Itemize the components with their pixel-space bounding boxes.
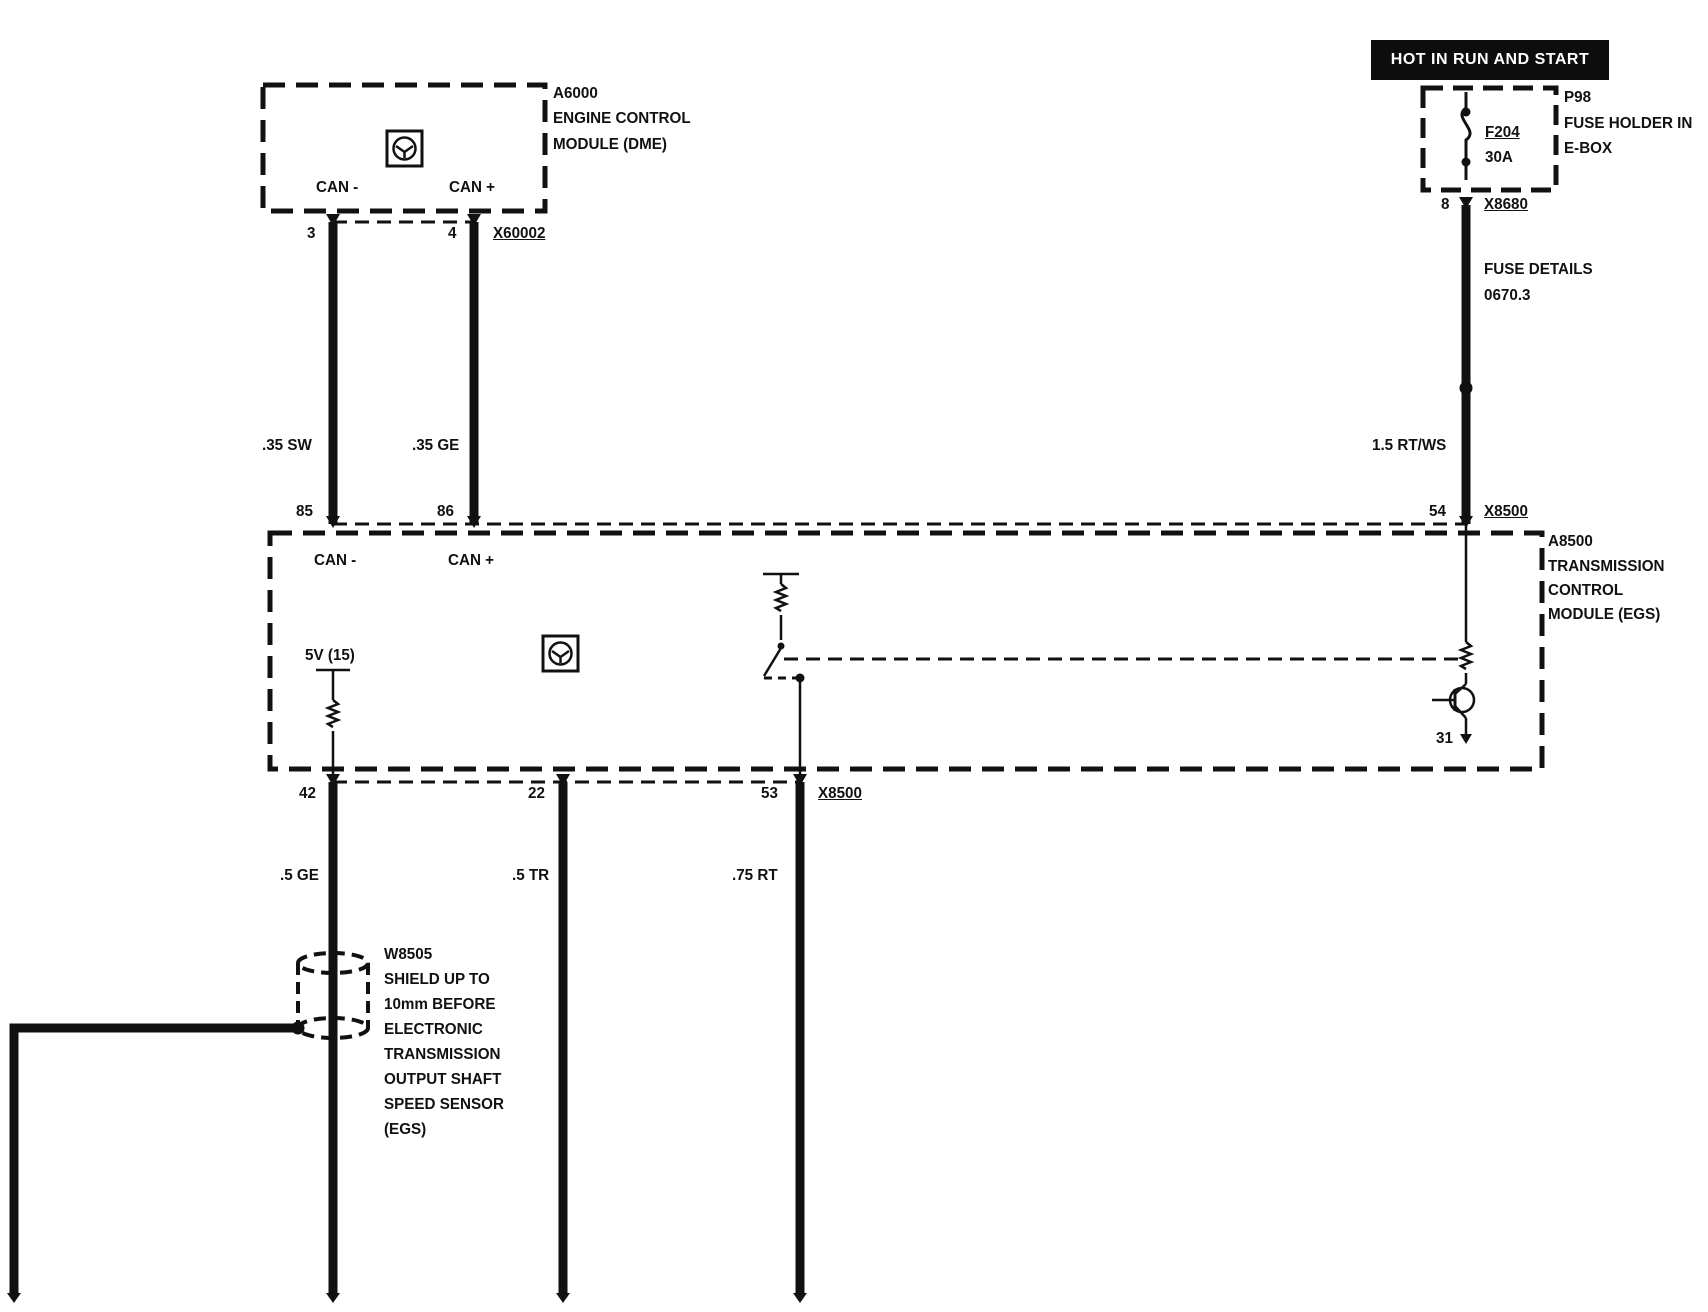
ecm-name-line2: MODULE (DME) bbox=[553, 136, 667, 153]
tcm-ground-pin: 31 bbox=[1436, 730, 1453, 747]
fuse-pin-8: 8 bbox=[1441, 196, 1450, 213]
shield-id: W8505 bbox=[384, 946, 433, 963]
shield-text-1: SHIELD UP TO bbox=[384, 971, 490, 988]
transistor-emitter bbox=[1454, 705, 1467, 719]
tcm-pin-53: 53 bbox=[761, 785, 778, 802]
fuse-id: F204 bbox=[1485, 124, 1520, 141]
shield-drain-wire[interactable] bbox=[9, 1023, 298, 1297]
tcm-pin-86: 86 bbox=[437, 503, 454, 520]
ecm-module-icon-circle bbox=[392, 136, 417, 161]
fuse-holder-box bbox=[1420, 85, 1559, 193]
wire-label-pin22: .5 TR bbox=[512, 867, 550, 884]
tcm-pin-54: 54 bbox=[1429, 503, 1446, 520]
tcm-module-icon bbox=[541, 634, 580, 673]
wire-label-pin53: .75 RT bbox=[732, 867, 778, 884]
ecm-can-minus-label: CAN - bbox=[316, 179, 359, 196]
tcm-name-line1: TRANSMISSION bbox=[1548, 558, 1665, 575]
fuse-details-line2: 0670.3 bbox=[1484, 287, 1531, 304]
ecm-id: A6000 bbox=[553, 85, 598, 102]
wire-label-speed-sig: .5 GE bbox=[280, 867, 319, 884]
arrow-can-minus-tcm bbox=[326, 516, 340, 528]
arrow-can-minus-ecm bbox=[326, 214, 340, 226]
tcm-connector-top: X8500 bbox=[1484, 503, 1528, 520]
tcm-connector-bottom: X8500 bbox=[818, 785, 862, 802]
tcm-resistor-right bbox=[1457, 641, 1475, 671]
end-arrow-2 bbox=[326, 1293, 340, 1303]
ecm-can-plus-label: CAN + bbox=[449, 179, 496, 196]
supply-resistor bbox=[324, 699, 342, 729]
switch-arm bbox=[762, 647, 783, 677]
fuse-rating: 30A bbox=[1485, 149, 1513, 166]
shield-text-4: TRANSMISSION bbox=[384, 1046, 501, 1063]
fuse-details-line1: FUSE DETAILS bbox=[1484, 261, 1593, 278]
fuse-symbol bbox=[1460, 92, 1472, 180]
fuse-holder-line2: E-BOX bbox=[1564, 140, 1613, 157]
switch-contact bbox=[777, 642, 785, 650]
tcm-id: A8500 bbox=[1548, 533, 1593, 550]
fuse-dot-bottom bbox=[1461, 157, 1471, 167]
shield-text-2: 10mm BEFORE bbox=[384, 996, 496, 1013]
shield-drain-dot bbox=[291, 1021, 305, 1035]
tcm-name-line3: MODULE (EGS) bbox=[1548, 606, 1661, 623]
arrow-can-plus-tcm bbox=[467, 516, 481, 528]
ecm-pin-4: 4 bbox=[448, 225, 457, 242]
end-arrow-1 bbox=[7, 1293, 21, 1303]
hot-in-run-banner: HOT IN RUN AND START bbox=[1371, 40, 1609, 80]
tcm-module-icon-circle bbox=[548, 641, 573, 666]
ecm-pin-3: 3 bbox=[307, 225, 316, 242]
fuse-dot-top bbox=[1461, 107, 1471, 117]
wire-label-power: 1.5 RT/WS bbox=[1372, 437, 1447, 454]
ecm-module-icon bbox=[385, 129, 424, 168]
tcm-can-plus-label: CAN + bbox=[448, 552, 495, 569]
arrow-pin42 bbox=[326, 774, 340, 786]
transistor-collector bbox=[1454, 683, 1467, 695]
fuse-holder-id: P98 bbox=[1564, 89, 1592, 106]
end-arrow-3 bbox=[556, 1293, 570, 1303]
fuse-connector-id: X8680 bbox=[1484, 196, 1528, 213]
shield-text-6: SPEED SENSOR bbox=[384, 1096, 504, 1113]
ecm-connector-id: X60002 bbox=[493, 225, 546, 242]
tcm-supply-label: 5V (15) bbox=[305, 647, 355, 664]
arrow-can-plus-ecm bbox=[467, 214, 481, 226]
tcm-pin-22: 22 bbox=[528, 785, 545, 802]
tcm-name-line2: CONTROL bbox=[1548, 582, 1624, 599]
tcm-box bbox=[267, 530, 1545, 772]
ecm-module-icon-mark bbox=[395, 144, 414, 158]
end-arrow-4 bbox=[793, 1293, 807, 1303]
tcm-pin-85: 85 bbox=[296, 503, 313, 520]
arrow-power-tcm bbox=[1459, 516, 1473, 528]
wire-label-can-plus: .35 GE bbox=[412, 437, 460, 454]
arrow-pin53 bbox=[793, 774, 807, 786]
ecm-box bbox=[260, 82, 548, 214]
ground-mark bbox=[1460, 734, 1472, 744]
tcm-pin-42: 42 bbox=[299, 785, 316, 802]
splice-point bbox=[1459, 381, 1473, 395]
fuse-holder-line1: FUSE HOLDER IN bbox=[1564, 115, 1693, 132]
pullup-resistor bbox=[772, 583, 790, 613]
shield-text-5: OUTPUT SHAFT bbox=[384, 1071, 502, 1088]
arrow-fuse-pin bbox=[1459, 197, 1473, 209]
shield-text-7: (EGS) bbox=[384, 1121, 427, 1138]
shield-text-3: ELECTRONIC bbox=[384, 1021, 483, 1038]
arrow-pin22 bbox=[556, 774, 570, 786]
tcm-module-icon-mark bbox=[551, 649, 570, 663]
tcm-can-minus-label: CAN - bbox=[314, 552, 357, 569]
ecm-name-line1: ENGINE CONTROL bbox=[553, 110, 691, 127]
wire-label-can-minus: .35 SW bbox=[262, 437, 312, 454]
